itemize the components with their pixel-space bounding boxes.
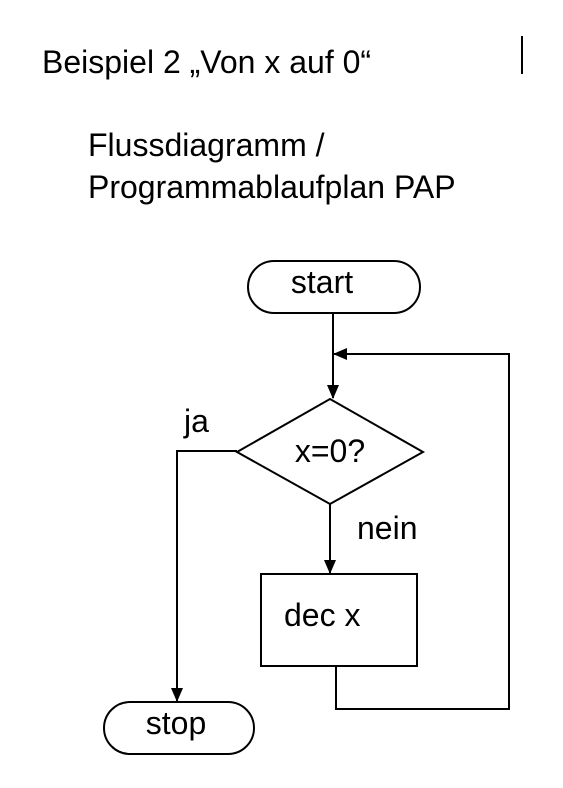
process-label: dec x [284,597,360,633]
arrow-loop-back [333,348,510,710]
subtitle-line-2: Programmablaufplan PAP [88,169,456,205]
process-box [260,573,418,667]
page-title: Beispiel 2 „Von x auf 0“ [42,44,372,80]
yes-label: ja [183,403,209,439]
arrow-yes-to-stop [171,450,237,702]
start-label: start [291,264,353,300]
margin-line [521,36,523,74]
subtitle-line-1: Flussdiagramm / [88,127,325,163]
no-label: nein [357,510,418,546]
decision-label: x=0? [295,433,365,469]
stop-terminal [103,701,255,755]
stop-label: stop [146,705,206,741]
